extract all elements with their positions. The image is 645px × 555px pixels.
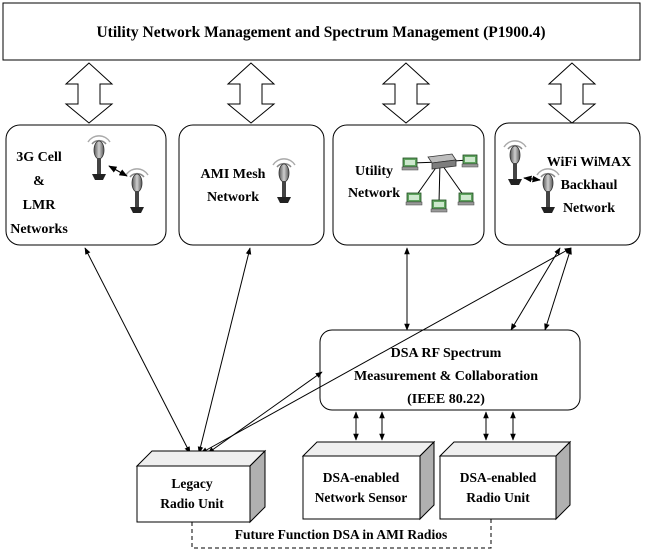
network-wifi-line-2: Backhaul xyxy=(561,178,618,193)
network-3g-line-4: Networks xyxy=(10,222,68,237)
dsa-spectrum-hub: DSA RF Spectrum Measurement & Collaborat… xyxy=(319,329,581,411)
legacy-radio-line-1: Legacy xyxy=(171,476,212,491)
network-utility-line-1: Utility xyxy=(355,164,393,179)
network-box-ami-mesh: AMI Mesh Network xyxy=(178,124,325,246)
network-ami-line-2: Network xyxy=(207,190,259,205)
double-arrow-1 xyxy=(64,62,114,124)
arrow-wifi-to-hub xyxy=(510,247,561,331)
arrow-3g-to-legacy xyxy=(84,247,191,454)
dsa-radio-line-1: DSA-enabled xyxy=(460,470,537,485)
double-arrow-3 xyxy=(381,62,431,124)
arrow-wifi-to-hub-2 xyxy=(544,247,572,331)
network-box-utility: Utility Network xyxy=(332,124,485,246)
dsa-sensor-line-2: Network Sensor xyxy=(315,490,408,505)
network-ami-line-1: AMI Mesh xyxy=(201,167,266,182)
double-arrow-2 xyxy=(226,62,276,124)
link-arrow xyxy=(523,175,541,183)
management-bar: Utility Network Management and Spectrum … xyxy=(2,2,641,61)
radio-unit-dsa-sensor: DSA-enabled Network Sensor xyxy=(301,440,436,521)
arrow-hub-to-legacy xyxy=(207,371,323,454)
computer-node-icon xyxy=(461,154,479,168)
arrow-wifi-to-legacy xyxy=(200,247,572,454)
computer-node-icon xyxy=(405,192,423,206)
network-wifi-line-3: Network xyxy=(563,201,615,216)
network-3g-line-3: LMR xyxy=(23,198,57,213)
radio-unit-dsa-radio: DSA-enabled Radio Unit xyxy=(438,440,572,521)
network-box-wifi-wimax: WiFi WiMAX Backhaul Network xyxy=(494,122,641,246)
radio-unit-legacy: Legacy Radio Unit xyxy=(135,449,267,524)
double-arrow-4 xyxy=(547,62,597,124)
link-arrow xyxy=(108,165,128,177)
future-function-label: Future Function DSA in AMI Radios xyxy=(235,527,447,542)
dsa-hub-line-3: (IEEE 80.22) xyxy=(407,392,485,407)
management-bar-title: Utility Network Management and Spectrum … xyxy=(96,24,545,41)
computer-node-icon xyxy=(457,192,475,206)
future-function-link: Future Function DSA in AMI Radios xyxy=(191,519,492,549)
network-utility-line-2: Network xyxy=(348,186,400,201)
computer-node-icon xyxy=(430,199,448,213)
dsa-hub-line-2: Measurement & Collaboration xyxy=(354,369,538,384)
network-wifi-line-1: WiFi WiMAX xyxy=(547,155,631,170)
network-box-3g-lmr: 3G Cell & LMR Networks xyxy=(5,124,167,246)
network-3g-line-1: 3G Cell xyxy=(16,150,62,165)
dsa-radio-line-2: Radio Unit xyxy=(466,490,530,505)
legacy-radio-line-2: Radio Unit xyxy=(160,496,224,511)
dsa-sensor-line-1: DSA-enabled xyxy=(323,470,400,485)
network-3g-line-2: & xyxy=(33,174,45,189)
computer-node-icon xyxy=(401,157,419,171)
arrow-ami-to-legacy xyxy=(197,247,252,454)
dsa-hub-line-1: DSA RF Spectrum xyxy=(391,346,502,361)
connector-arrows xyxy=(84,247,572,454)
